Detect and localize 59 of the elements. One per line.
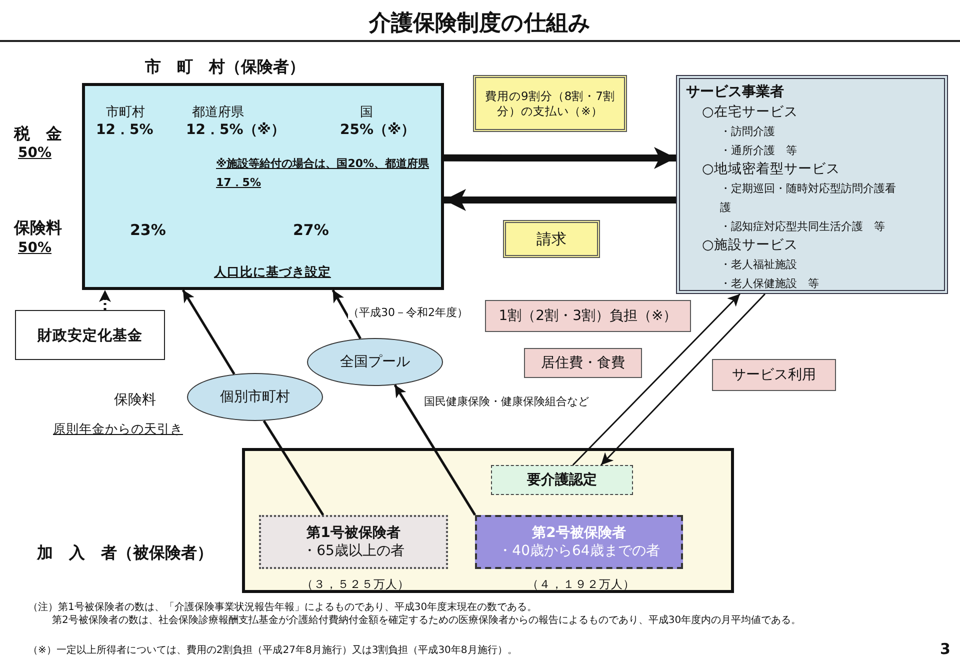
node-label: 財政安定化基金 (38, 326, 142, 344)
share-label: 国 (360, 104, 373, 121)
node-label: 要介護認定 (527, 471, 597, 489)
service-category: ○地域密着型サービス (702, 160, 841, 179)
box-heading: サービス事業者 (686, 83, 785, 102)
footnote: （※）一定以上所得者については、費用の2割負担（平成27年8月施行）又は3割負担（平成30年8月施行）。 (28, 644, 518, 657)
member-count: （３，５２５万人） (300, 577, 410, 592)
share-percent: 27% (293, 221, 329, 239)
edge-label-box: サービス利用 (712, 359, 836, 391)
share-percent: 12．5%（※） (186, 121, 285, 139)
side-percent: 50% (18, 240, 52, 256)
share-percent: 23% (130, 221, 166, 239)
service-item: ・訪問介護 (720, 124, 776, 140)
fund-box (15, 310, 165, 360)
arrow (99, 290, 111, 310)
page-number: 3 (940, 640, 950, 658)
side-label: 税 金 (14, 124, 62, 145)
service-category: ○施設サービス (702, 236, 799, 255)
footnote: （注）第1号被保険者の数は、「介護保険事業状況報告年報」によるものであり、平成30年度末現在の数である。 (28, 600, 538, 614)
node-subtext: ・65歳以上の者 (302, 542, 404, 560)
service-item: ・定期巡回・随時対応型訪問介護看護 (720, 181, 897, 216)
side-label: 保険料 (14, 218, 62, 239)
arrow (332, 289, 362, 340)
node-label: 全国プール (340, 353, 410, 371)
edge-label-box: 1割（2割・3割）負担（※） (485, 300, 691, 332)
share-label: 都道府県 (192, 104, 244, 121)
share-percent: 25%（※） (340, 121, 416, 139)
box-heading: 市 町 村（保険者） (145, 57, 305, 78)
arrow (444, 147, 676, 169)
arrow (600, 293, 766, 466)
service-item: ・老人福祉施設 (720, 257, 798, 273)
node-subtext: ・40歳から64歳までの者 (498, 542, 660, 560)
arrow (182, 289, 236, 375)
box-heading: 加 入 者（被保険者） (37, 543, 213, 564)
provider-box (676, 75, 948, 294)
member-count: （４，１９２万人） (526, 577, 636, 592)
service-category: ○在宅サービス (702, 103, 799, 122)
brace-label: 人口比に基づき設定 (214, 264, 331, 281)
share-label: 市町村 (106, 104, 145, 121)
certification-box (491, 465, 633, 495)
edge-label-box: 費用の9割分（8割・7割分）の支払い（※） (473, 75, 627, 132)
node-label: 第2号被保険者 (532, 524, 626, 542)
arrow (444, 188, 676, 211)
side-percent: 50% (18, 145, 52, 161)
service-item: ・通所介護 等 (720, 143, 798, 159)
share-percent: 12．5% (96, 121, 154, 139)
premium-note: 原則年金からの天引き (53, 421, 183, 438)
footnote: 第2号被保険者の数は、社会保険診療報酬支払基金が介護給付費納付金額を確定するための医療保険者からの報告によるものであり、平成30年度内の月平均値である。 (52, 614, 802, 628)
arrow (394, 384, 476, 516)
service-item: ・老人保健施設 等 (720, 276, 820, 292)
node-label: 個別市町村 (220, 388, 290, 406)
service-item: ・認知症対応型共同生活介護 等 (720, 219, 886, 235)
cost-label-box: 居住費・食費 (524, 348, 642, 378)
node-label: 第1号被保険者 (306, 524, 400, 542)
connector-line (262, 420, 324, 516)
title: 介護保険制度の仕組み (368, 10, 592, 38)
note-text: ※施設等給付の場合は、国20%、都道府県17．5% (216, 156, 430, 191)
premium-label: 保険料 (114, 391, 156, 409)
edge-label-box: 請求 (503, 220, 600, 258)
